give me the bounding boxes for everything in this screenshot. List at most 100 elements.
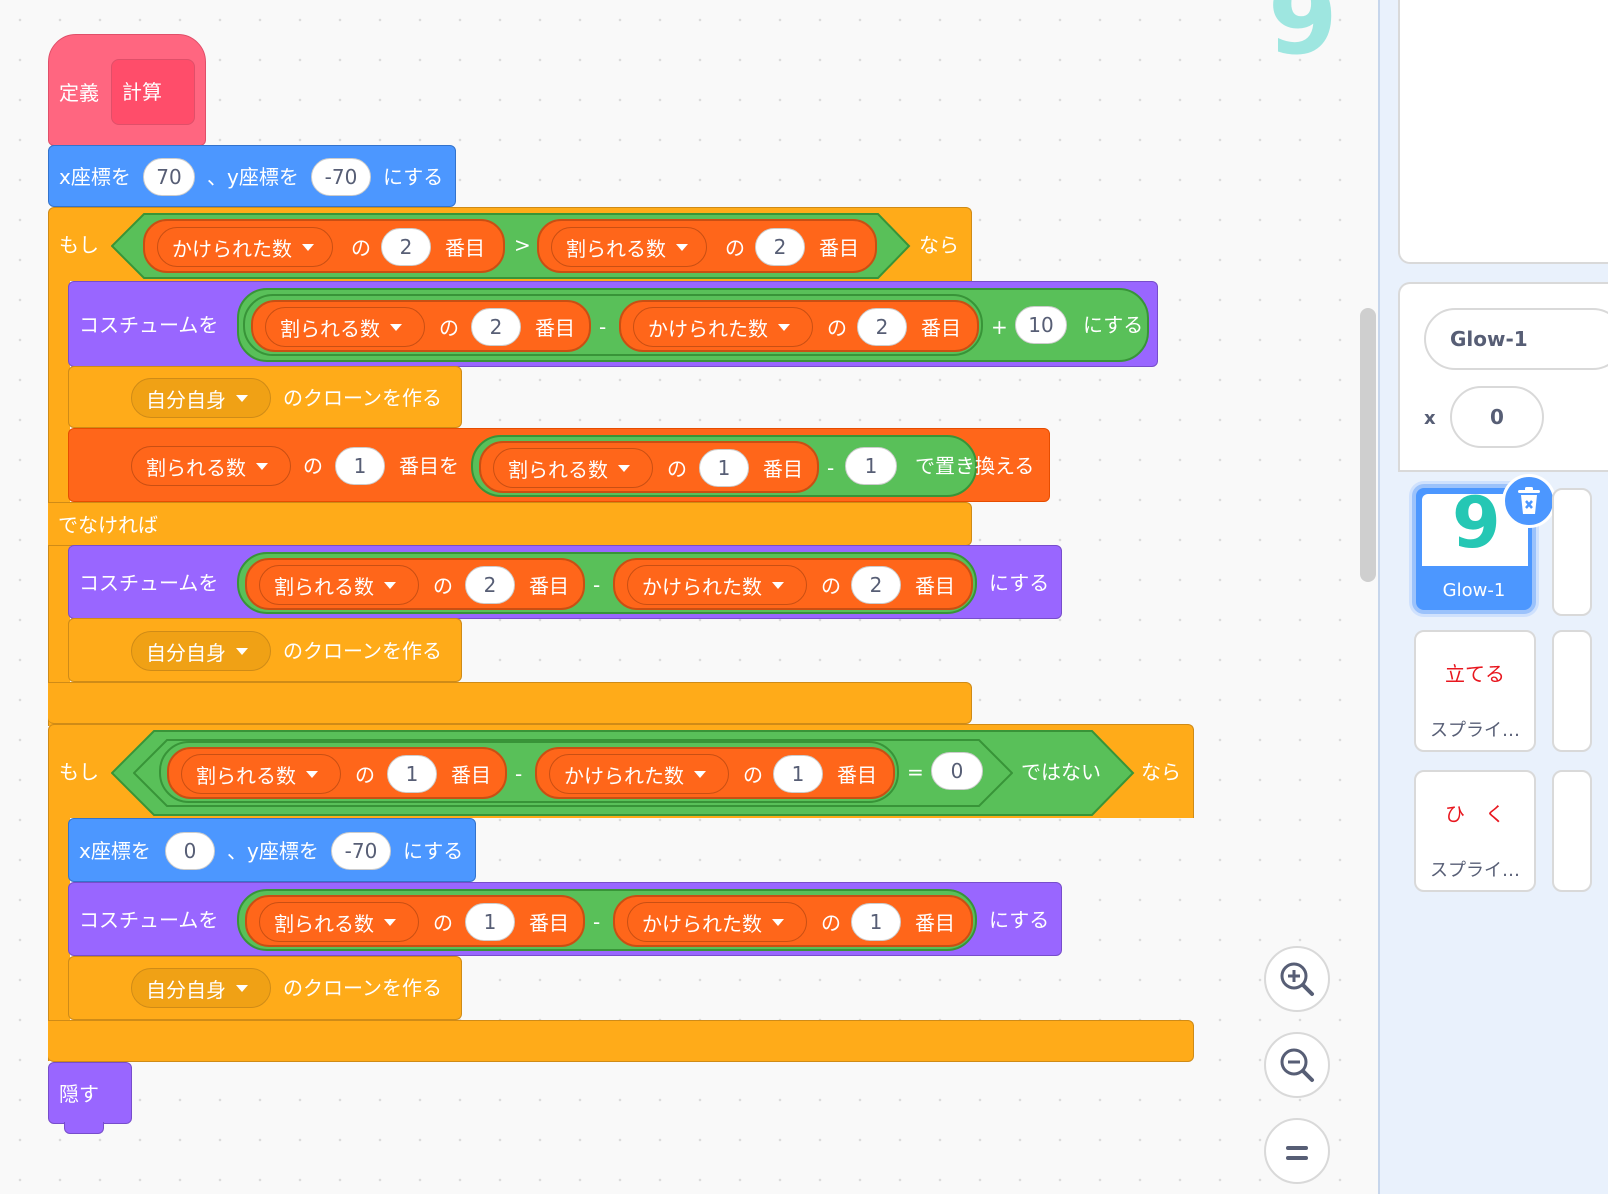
index-input[interactable]: 2	[381, 228, 431, 266]
sub-input[interactable]: 1	[845, 447, 897, 485]
label: 番目	[837, 763, 877, 787]
reporter-b[interactable]: かけられた数 の 1 番目	[613, 895, 973, 947]
define-block[interactable]: 定義 計算	[48, 34, 206, 146]
list-dropdown[interactable]: かけられた数	[627, 565, 807, 605]
if-keyword: もし	[59, 233, 99, 257]
create-clone-block-1[interactable]: 自分自身 のクローンを作る	[68, 366, 462, 428]
reporter[interactable]: 割られる数 の 1 番目	[479, 441, 819, 493]
index-input[interactable]: 1	[387, 755, 437, 793]
x-input[interactable]: 0	[165, 832, 215, 870]
then-label: なら	[919, 233, 959, 257]
equals-input[interactable]: 0	[931, 752, 983, 790]
zoom-reset-button[interactable]	[1264, 1118, 1330, 1184]
label: にする	[989, 908, 1050, 932]
x-input[interactable]: 70	[143, 158, 195, 196]
label: 番目	[451, 763, 491, 787]
list-dropdown[interactable]: 割られる数	[551, 227, 707, 267]
sprite-card-partial[interactable]	[1552, 488, 1592, 616]
list-dropdown[interactable]: かけられた数	[157, 227, 333, 267]
clone-target-dropdown[interactable]: 自分自身	[131, 631, 271, 671]
reporter-a[interactable]: 割られる数 の 1 番目	[245, 895, 585, 947]
dropdown-caret-icon	[772, 581, 784, 589]
index-input[interactable]: 1	[465, 903, 515, 941]
reporter-a[interactable]: 割られる数 の 1 番目	[167, 747, 507, 799]
x-position-input[interactable]: 0	[1450, 386, 1544, 448]
index-input[interactable]: 1	[335, 447, 385, 485]
dropdown-caret-icon	[236, 394, 248, 402]
stage[interactable]	[1398, 0, 1608, 264]
zoom-in-button[interactable]	[1264, 946, 1330, 1012]
code-area[interactable]: 9 定義 計算 x座標を 70 、y座標を -70 にする もし かけられた数 …	[0, 0, 1378, 1194]
reporter-a[interactable]: 割られる数 の 2 番目	[251, 300, 591, 352]
if-arm	[48, 817, 70, 1061]
replace-item-block[interactable]: 割られる数 の 1 番目を 割られる数 の 1 番目 - 1 で置き換える	[68, 428, 1050, 502]
list-dropdown[interactable]: 割られる数	[131, 446, 291, 486]
minus-label: -	[827, 456, 835, 480]
index-input[interactable]: 1	[773, 755, 823, 793]
index-input[interactable]: 2	[851, 566, 901, 604]
dropdown-caret-icon	[302, 243, 314, 251]
dropdown-caret-icon	[618, 464, 630, 472]
create-clone-block-2[interactable]: 自分自身 のクローンを作る	[68, 618, 462, 682]
clone-target-dropdown[interactable]: 自分自身	[131, 378, 271, 418]
zoom-reset-icon	[1286, 1146, 1308, 1160]
list-dropdown[interactable]: 割られる数	[259, 902, 419, 942]
sprite-card[interactable]: ひ く スプライ…	[1414, 770, 1536, 892]
index-input[interactable]: 2	[465, 566, 515, 604]
sprite-card-partial[interactable]	[1552, 770, 1592, 892]
subtract-operator[interactable]: 割られる数 の 1 番目 - 1	[471, 435, 977, 497]
delete-sprite-button[interactable]	[1502, 474, 1556, 528]
zoom-out-button[interactable]	[1264, 1032, 1330, 1098]
right-reporter[interactable]: 割られる数 の 2 番目	[537, 219, 877, 273]
minus-label: -	[593, 573, 601, 597]
sprite-card[interactable]: 立てる スプライ…	[1414, 630, 1536, 752]
hide-block[interactable]: 隠す	[48, 1062, 132, 1124]
zoom-in-icon	[1280, 962, 1314, 996]
index-input[interactable]: 1	[851, 903, 901, 941]
subtract-operator[interactable]: 割られる数 の 1 番目 - かけられた数 の 1 番目	[159, 741, 899, 803]
subtract-operator[interactable]: 割られる数 の 2 番目 - かけられた数 の 2 番目	[237, 552, 977, 614]
index-input[interactable]: 2	[755, 228, 805, 266]
reporter-b[interactable]: かけられた数 の 2 番目	[619, 300, 979, 352]
goto-xy-block-1[interactable]: x座標を 70 、y座標を -70 にする	[48, 145, 456, 207]
if-keyword: もし	[59, 760, 99, 784]
label: の	[351, 236, 371, 260]
index-input[interactable]: 2	[857, 308, 907, 346]
subtract-operator[interactable]: 割られる数 の 2 番目 - かけられた数 の 2 番目	[243, 294, 983, 356]
if-else-block[interactable]: もし かけられた数 の 2 番目 > 割られる数 の 2 番目 なら	[48, 207, 972, 281]
label: のクローンを作る	[283, 976, 442, 1000]
list-dropdown[interactable]: 割られる数	[265, 307, 425, 347]
reporter-b[interactable]: かけられた数 の 1 番目	[535, 747, 895, 799]
label: のクローンを作る	[283, 639, 442, 663]
sprite-card-partial[interactable]	[1552, 630, 1592, 752]
switch-costume-block-1[interactable]: コスチュームを 割られる数 の 2 番目 - かけられた数 の 2 番目 + 1…	[68, 281, 1158, 367]
list-dropdown[interactable]: 割られる数	[493, 448, 653, 488]
sprite-name-input[interactable]: Glow-1	[1424, 308, 1608, 370]
switch-costume-block-3[interactable]: コスチュームを 割られる数 の 1 番目 - かけられた数 の 1 番目 にする	[68, 882, 1062, 956]
left-reporter[interactable]: かけられた数 の 2 番目	[143, 219, 505, 273]
list-dropdown[interactable]: かけられた数	[549, 754, 729, 794]
switch-costume-block-2[interactable]: コスチュームを 割られる数 の 2 番目 - かけられた数 の 2 番目 にする	[68, 545, 1062, 619]
create-clone-block-3[interactable]: 自分自身 のクローンを作る	[68, 956, 462, 1020]
list-dropdown[interactable]: 割られる数	[181, 754, 341, 794]
reporter-b[interactable]: かけられた数 の 2 番目	[613, 558, 973, 610]
y-input[interactable]: -70	[331, 832, 391, 870]
index-input[interactable]: 2	[471, 308, 521, 346]
define-name: 計算	[122, 80, 162, 104]
subtract-operator[interactable]: 割られる数 の 1 番目 - かけられた数 の 1 番目	[237, 889, 977, 951]
add-input[interactable]: 10	[1015, 306, 1067, 344]
clone-target-dropdown[interactable]: 自分自身	[131, 968, 271, 1008]
list-dropdown[interactable]: 割られる数	[259, 565, 419, 605]
code-area-scrollbar[interactable]	[1360, 308, 1376, 582]
reporter-a[interactable]: 割られる数 の 2 番目	[245, 558, 585, 610]
index-input[interactable]: 1	[699, 449, 749, 487]
trash-icon	[1518, 487, 1540, 514]
list-dropdown[interactable]: かけられた数	[633, 307, 813, 347]
if-block[interactable]: もし 割られる数 の 1 番目 - かけられた数 の 1 番目 = 0 ではない…	[48, 724, 1194, 818]
goto-xy-block-2[interactable]: x座標を 0 、y座標を -70 にする	[68, 818, 476, 882]
add-operator[interactable]: 割られる数 の 2 番目 - かけられた数 の 2 番目 + 10	[237, 288, 1149, 362]
list-dropdown[interactable]: かけられた数	[627, 902, 807, 942]
dropdown-caret-icon	[236, 984, 248, 992]
y-input[interactable]: -70	[311, 158, 371, 196]
else-section: でなければ	[48, 502, 972, 546]
